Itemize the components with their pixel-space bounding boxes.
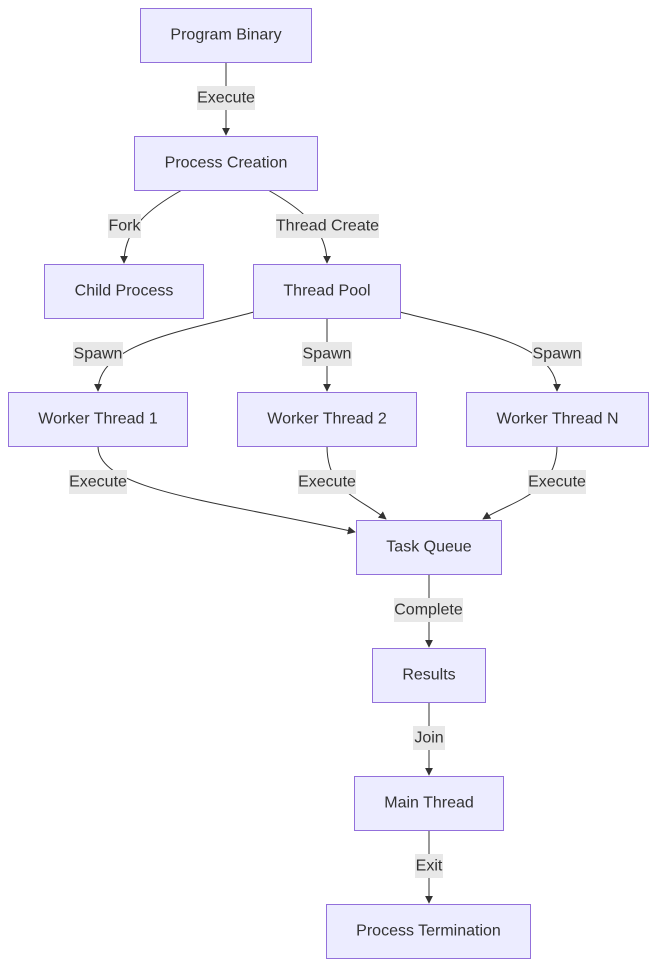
node-label: Results [402, 667, 455, 684]
node-worker-thread-n: Worker Thread N [466, 392, 649, 447]
node-label: Worker Thread 2 [267, 411, 387, 428]
edge-label-complete: Complete [394, 598, 463, 622]
edge-label-text: Thread Create [276, 218, 379, 235]
edge-worker-thread-n-to-task-queue [482, 445, 558, 520]
edge-label-text: Spawn [74, 346, 123, 363]
node-worker-thread-2: Worker Thread 2 [237, 392, 417, 447]
edges-layer [94, 62, 561, 904]
edge-label-text: Execute [69, 474, 127, 491]
node-worker-thread-1: Worker Thread 1 [8, 392, 188, 447]
node-label: Main Thread [384, 795, 474, 812]
edge-worker-thread-1-to-task-queue [97, 445, 356, 535]
node-process-creation: Process Creation [134, 136, 318, 191]
node-process-termination: Process Termination [326, 904, 531, 959]
edge-label-execute-1: Execute [69, 470, 127, 494]
edge-label-thread-create: Thread Create [276, 214, 379, 238]
edge-label-execute-n: Execute [528, 470, 586, 494]
node-label: Thread Pool [283, 283, 370, 300]
edge-label-spawn-2: Spawn [302, 342, 352, 366]
edge-label-text: Exit [416, 858, 443, 875]
node-child-process: Child Process [44, 264, 204, 319]
edge-labels-layer: Execute Fork Thread Create Spawn Spawn S… [69, 86, 586, 878]
edge-label-text: Spawn [533, 346, 582, 363]
node-thread-pool: Thread Pool [253, 264, 401, 319]
edge-label-execute-2: Execute [298, 470, 356, 494]
node-label: Worker Thread 1 [38, 411, 158, 428]
edge-label-text: Execute [298, 474, 356, 491]
node-label: Program Binary [170, 27, 281, 44]
edge-thread-pool-to-worker-thread-1 [94, 311, 255, 392]
edge-label-spawn-n: Spawn [532, 342, 582, 366]
edge-label-text: Fork [109, 218, 142, 235]
edge-process-creation-to-child-process [120, 189, 183, 264]
node-program-binary: Program Binary [140, 8, 312, 63]
edge-label-text: Complete [394, 602, 463, 619]
node-main-thread: Main Thread [354, 776, 504, 831]
edge-label-exit: Exit [415, 854, 443, 878]
nodes-layer: Program Binary Process Creation Child Pr… [8, 8, 649, 959]
edge-label-text: Spawn [303, 346, 352, 363]
node-label: Process Termination [356, 923, 501, 940]
edge-label-text: Execute [197, 90, 255, 107]
edge-label-join: Join [413, 726, 445, 750]
node-results: Results [372, 648, 486, 703]
edge-label-text: Join [414, 730, 443, 747]
node-label: Worker Thread N [496, 411, 618, 428]
node-label: Process Creation [165, 155, 288, 172]
edge-thread-pool-to-worker-thread-n [399, 311, 561, 392]
edge-label-text: Execute [528, 474, 586, 491]
node-label: Task Queue [386, 539, 471, 556]
edge-label-execute: Execute [197, 86, 255, 110]
edge-label-spawn-1: Spawn [73, 342, 123, 366]
edge-label-fork: Fork [108, 214, 142, 238]
node-label: Child Process [75, 283, 174, 300]
node-task-queue: Task Queue [356, 520, 502, 575]
